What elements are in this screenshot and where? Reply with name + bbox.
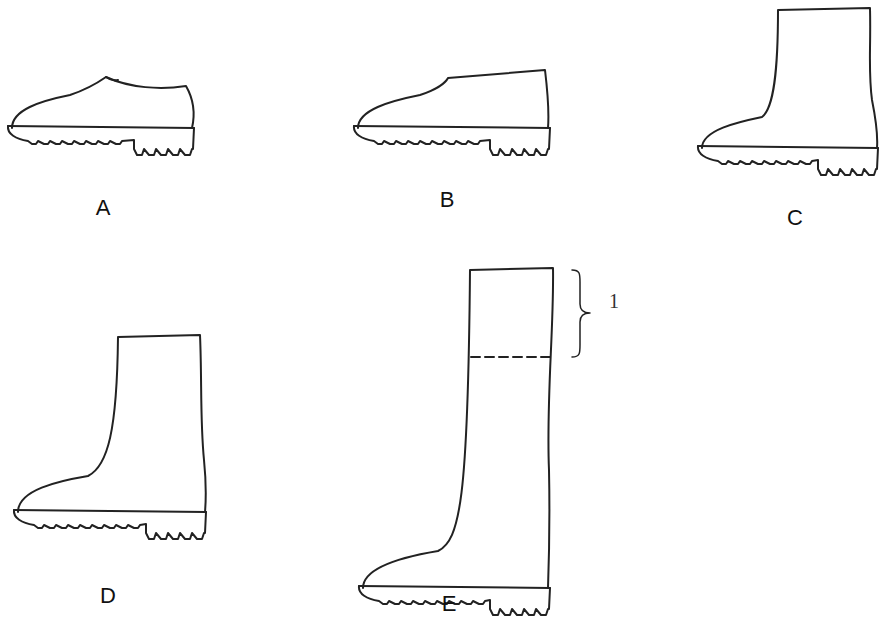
cuff-line: [471, 356, 552, 358]
sole-edge: [359, 586, 550, 588]
figure-letter: A: [96, 197, 111, 219]
ankle-shoe-upper: [358, 70, 548, 128]
callout-number: 1: [609, 291, 619, 311]
short-boot-upper: [702, 8, 877, 148]
figure-letter: D: [100, 585, 116, 607]
tread-sole: [14, 510, 206, 539]
tread-sole: [698, 146, 878, 175]
tall-boot-upper: [363, 268, 553, 588]
figure-letter: B: [440, 189, 455, 211]
figure-letter: C: [787, 207, 803, 229]
figure-letter: E: [442, 593, 457, 615]
shoe-soles: [8, 126, 878, 615]
callout-brace: [572, 270, 590, 357]
sole-edge: [8, 126, 194, 128]
mid-boot-upper: [18, 335, 206, 512]
tread-sole: [8, 126, 194, 155]
sole-edge: [14, 510, 206, 512]
sole-edge: [698, 146, 878, 148]
shoe-uppers: [12, 8, 877, 588]
tread-sole: [354, 126, 550, 155]
low-shoe-collar: [106, 77, 118, 80]
sole-edge: [354, 126, 550, 128]
low-shoe-upper: [12, 77, 194, 128]
tread-sole: [359, 586, 550, 615]
